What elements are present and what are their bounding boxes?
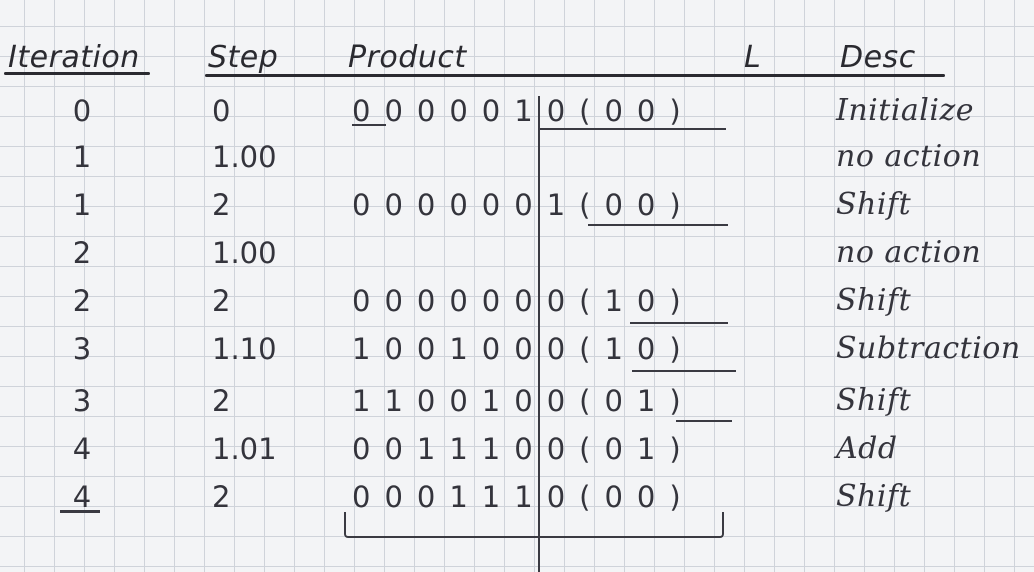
product-cell: 0001110(00) bbox=[352, 480, 695, 514]
product-cell: 0000000(10) bbox=[352, 284, 695, 318]
product-cell: 0011100(01) bbox=[352, 432, 695, 466]
step-cell: 1.01 bbox=[212, 432, 277, 466]
table-row: 2 1.00 no action bbox=[0, 230, 1034, 276]
iteration-underline bbox=[60, 510, 100, 513]
header-product: Product bbox=[348, 40, 467, 75]
header-l: L bbox=[744, 40, 762, 75]
table-row: 1 2 0000001(00) Shift bbox=[0, 182, 1034, 228]
desc-cell: Add bbox=[836, 431, 898, 466]
product-bracket bbox=[344, 512, 724, 538]
underline-mark bbox=[540, 128, 726, 130]
product-cell: 0000010(00) bbox=[352, 94, 695, 128]
table-row: 4 2 0001110(00) Shift bbox=[0, 474, 1034, 520]
table-row: 4 1.01 0011100(01) Add bbox=[0, 426, 1034, 472]
product-cell: 1100100(01) bbox=[352, 384, 695, 418]
table-row: 1 1.00 no action bbox=[0, 134, 1034, 180]
underline-mark bbox=[352, 124, 386, 126]
step-cell: 2 bbox=[212, 284, 231, 318]
table-row: 3 2 1100100(01) Shift bbox=[0, 378, 1034, 424]
desc-cell: Initialize bbox=[836, 93, 975, 128]
desc-cell: Shift bbox=[836, 187, 912, 222]
desc-cell: Subtraction bbox=[836, 331, 1021, 366]
iteration-cell: 0 bbox=[72, 94, 92, 128]
underline-mark bbox=[588, 224, 728, 226]
header-step: Step bbox=[208, 40, 279, 75]
table-row: 2 2 0000000(10) Shift bbox=[0, 278, 1034, 324]
desc-cell: Shift bbox=[836, 383, 912, 418]
desc-cell: no action bbox=[836, 235, 982, 270]
header-iteration: Iteration bbox=[8, 40, 140, 75]
iteration-cell: 3 bbox=[72, 384, 92, 418]
step-cell: 1.00 bbox=[212, 140, 277, 174]
desc-cell: Shift bbox=[836, 283, 912, 318]
table-row: 3 1.10 1001000(10) Subtraction bbox=[0, 326, 1034, 372]
iteration-cell: 4 bbox=[72, 432, 92, 466]
step-cell: 2 bbox=[212, 188, 231, 222]
iteration-cell: 2 bbox=[72, 236, 92, 270]
header-desc: Desc bbox=[840, 40, 916, 75]
table-row: 0 0 0000010(00) Initialize bbox=[0, 88, 1034, 134]
iteration-cell: 1 bbox=[72, 188, 92, 222]
desc-cell: no action bbox=[836, 139, 982, 174]
step-cell: 2 bbox=[212, 384, 231, 418]
step-cell: 1.10 bbox=[212, 332, 277, 366]
iteration-cell: 1 bbox=[72, 140, 92, 174]
header-underline-main bbox=[205, 74, 945, 77]
product-cell: 1001000(10) bbox=[352, 332, 695, 366]
underline-mark bbox=[632, 370, 736, 372]
iteration-cell: 2 bbox=[72, 284, 92, 318]
iteration-cell: 4 bbox=[72, 480, 92, 514]
underline-mark bbox=[676, 420, 732, 422]
step-cell: 1.00 bbox=[212, 236, 277, 270]
underline-mark bbox=[630, 322, 728, 324]
iteration-cell: 3 bbox=[72, 332, 92, 366]
product-divider bbox=[538, 96, 540, 572]
header-underline-iteration bbox=[4, 72, 150, 75]
product-cell: 0000001(00) bbox=[352, 188, 695, 222]
desc-cell: Shift bbox=[836, 479, 912, 514]
step-cell: 2 bbox=[212, 480, 231, 514]
step-cell: 0 bbox=[212, 94, 231, 128]
